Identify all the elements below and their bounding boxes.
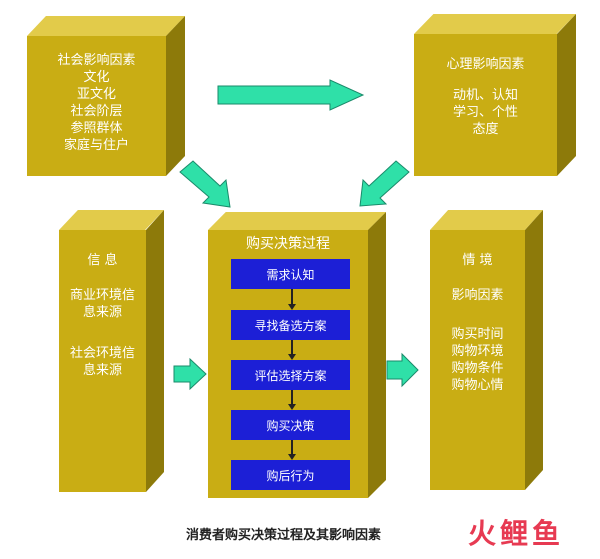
psych-item: 态度 (472, 122, 499, 137)
flow-arrow-icon (288, 354, 296, 360)
social-item: 文化 (83, 70, 110, 85)
social-title: 社会影响因素 (57, 53, 136, 68)
step-evaluate-alternatives: 评估选择方案 (231, 360, 350, 390)
psych-item: 学习、个性 (452, 105, 518, 120)
situation-title: 情 境 (462, 253, 493, 268)
info-item: 息来源 (82, 305, 122, 320)
site-logo: 火鲤鱼 (468, 517, 565, 550)
flow-arrow-icon (288, 304, 296, 310)
flow-connector (291, 340, 293, 354)
arrow-down-left-icon (359, 160, 410, 207)
situation-item: 购买时间 (451, 327, 504, 342)
psych-item: 动机、认知 (452, 88, 518, 103)
psych-title: 心理影响因素 (446, 57, 525, 72)
step-search-alternatives: 寻找备选方案 (231, 310, 350, 340)
social-item: 社会阶层 (70, 104, 123, 119)
diagram-caption: 消费者购买决策过程及其影响因素 (186, 528, 382, 543)
situation-item: 购物环境 (451, 344, 504, 359)
step-need-recognition: 需求认知 (231, 259, 350, 289)
info-item: 社会环境信 (69, 346, 135, 361)
arrow-right-icon (173, 357, 207, 391)
step-post-purchase: 购后行为 (231, 460, 350, 490)
process-title: 购买决策过程 (246, 236, 330, 252)
situation-item: 购物心情 (451, 378, 504, 393)
step-purchase-decision: 购买决策 (231, 410, 350, 440)
arrow-down-right-icon (179, 160, 231, 208)
situation-subtitle: 影响因素 (451, 288, 504, 303)
arrow-right-icon (386, 352, 419, 388)
social-item: 家庭与住户 (63, 138, 129, 153)
flow-connector (291, 390, 293, 404)
situation-item: 购物条件 (451, 361, 504, 376)
flow-connector (291, 440, 293, 454)
info-item: 商业环境信 (69, 288, 135, 303)
arrow-right-icon (217, 79, 365, 111)
flow-arrow-icon (288, 404, 296, 410)
info-item: 息来源 (82, 363, 122, 378)
flow-connector (291, 289, 293, 304)
flow-arrow-icon (288, 454, 296, 460)
info-title: 信 息 (87, 253, 118, 268)
social-item: 亚文化 (76, 87, 116, 102)
social-item: 参照群体 (70, 121, 123, 136)
